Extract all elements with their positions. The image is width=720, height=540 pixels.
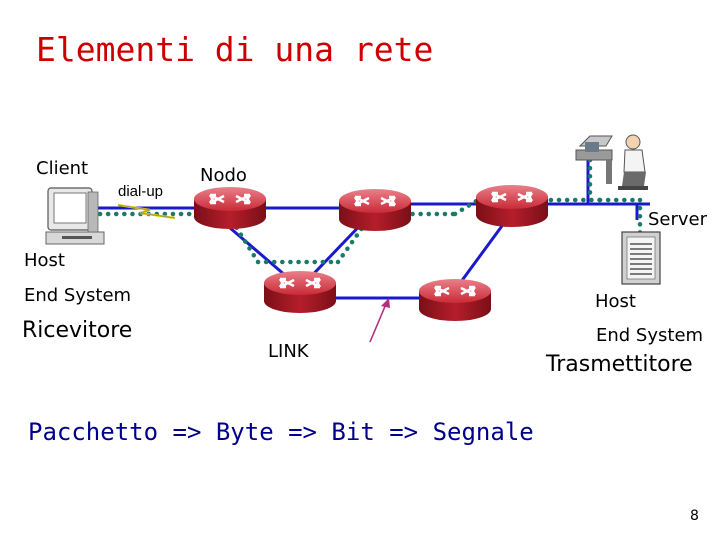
end-system-label-left: End System bbox=[24, 285, 132, 306]
router-icon bbox=[417, 277, 493, 323]
ricevitore-label: Ricevitore bbox=[22, 318, 133, 343]
link-label: LINK bbox=[268, 341, 309, 362]
dialup-label: dial-up bbox=[118, 183, 164, 200]
workstation-user-icon bbox=[575, 134, 648, 190]
router-icon bbox=[262, 269, 338, 315]
trasmettitore-label: Trasmettitore bbox=[546, 352, 693, 377]
footer-text: Pacchetto => Byte => Bit => Segnale bbox=[28, 418, 534, 446]
nodo-label: Nodo bbox=[200, 165, 247, 186]
host-label-right: Host bbox=[595, 291, 636, 312]
router-icon bbox=[337, 187, 413, 233]
pointer-arrow-icon bbox=[369, 298, 390, 343]
end-system-label-right: End System bbox=[596, 325, 704, 346]
page-title: Elementi di una rete bbox=[36, 30, 434, 69]
router-icon bbox=[192, 185, 268, 231]
page-number: 8 bbox=[690, 508, 699, 524]
server-label: Server bbox=[648, 209, 708, 230]
dialup-link-icon bbox=[117, 203, 176, 220]
client-label: Client bbox=[36, 158, 89, 179]
server-icon bbox=[621, 231, 661, 285]
router-icon bbox=[474, 183, 550, 229]
client-computer-icon bbox=[45, 187, 105, 245]
host-label-left: Host bbox=[24, 250, 65, 271]
